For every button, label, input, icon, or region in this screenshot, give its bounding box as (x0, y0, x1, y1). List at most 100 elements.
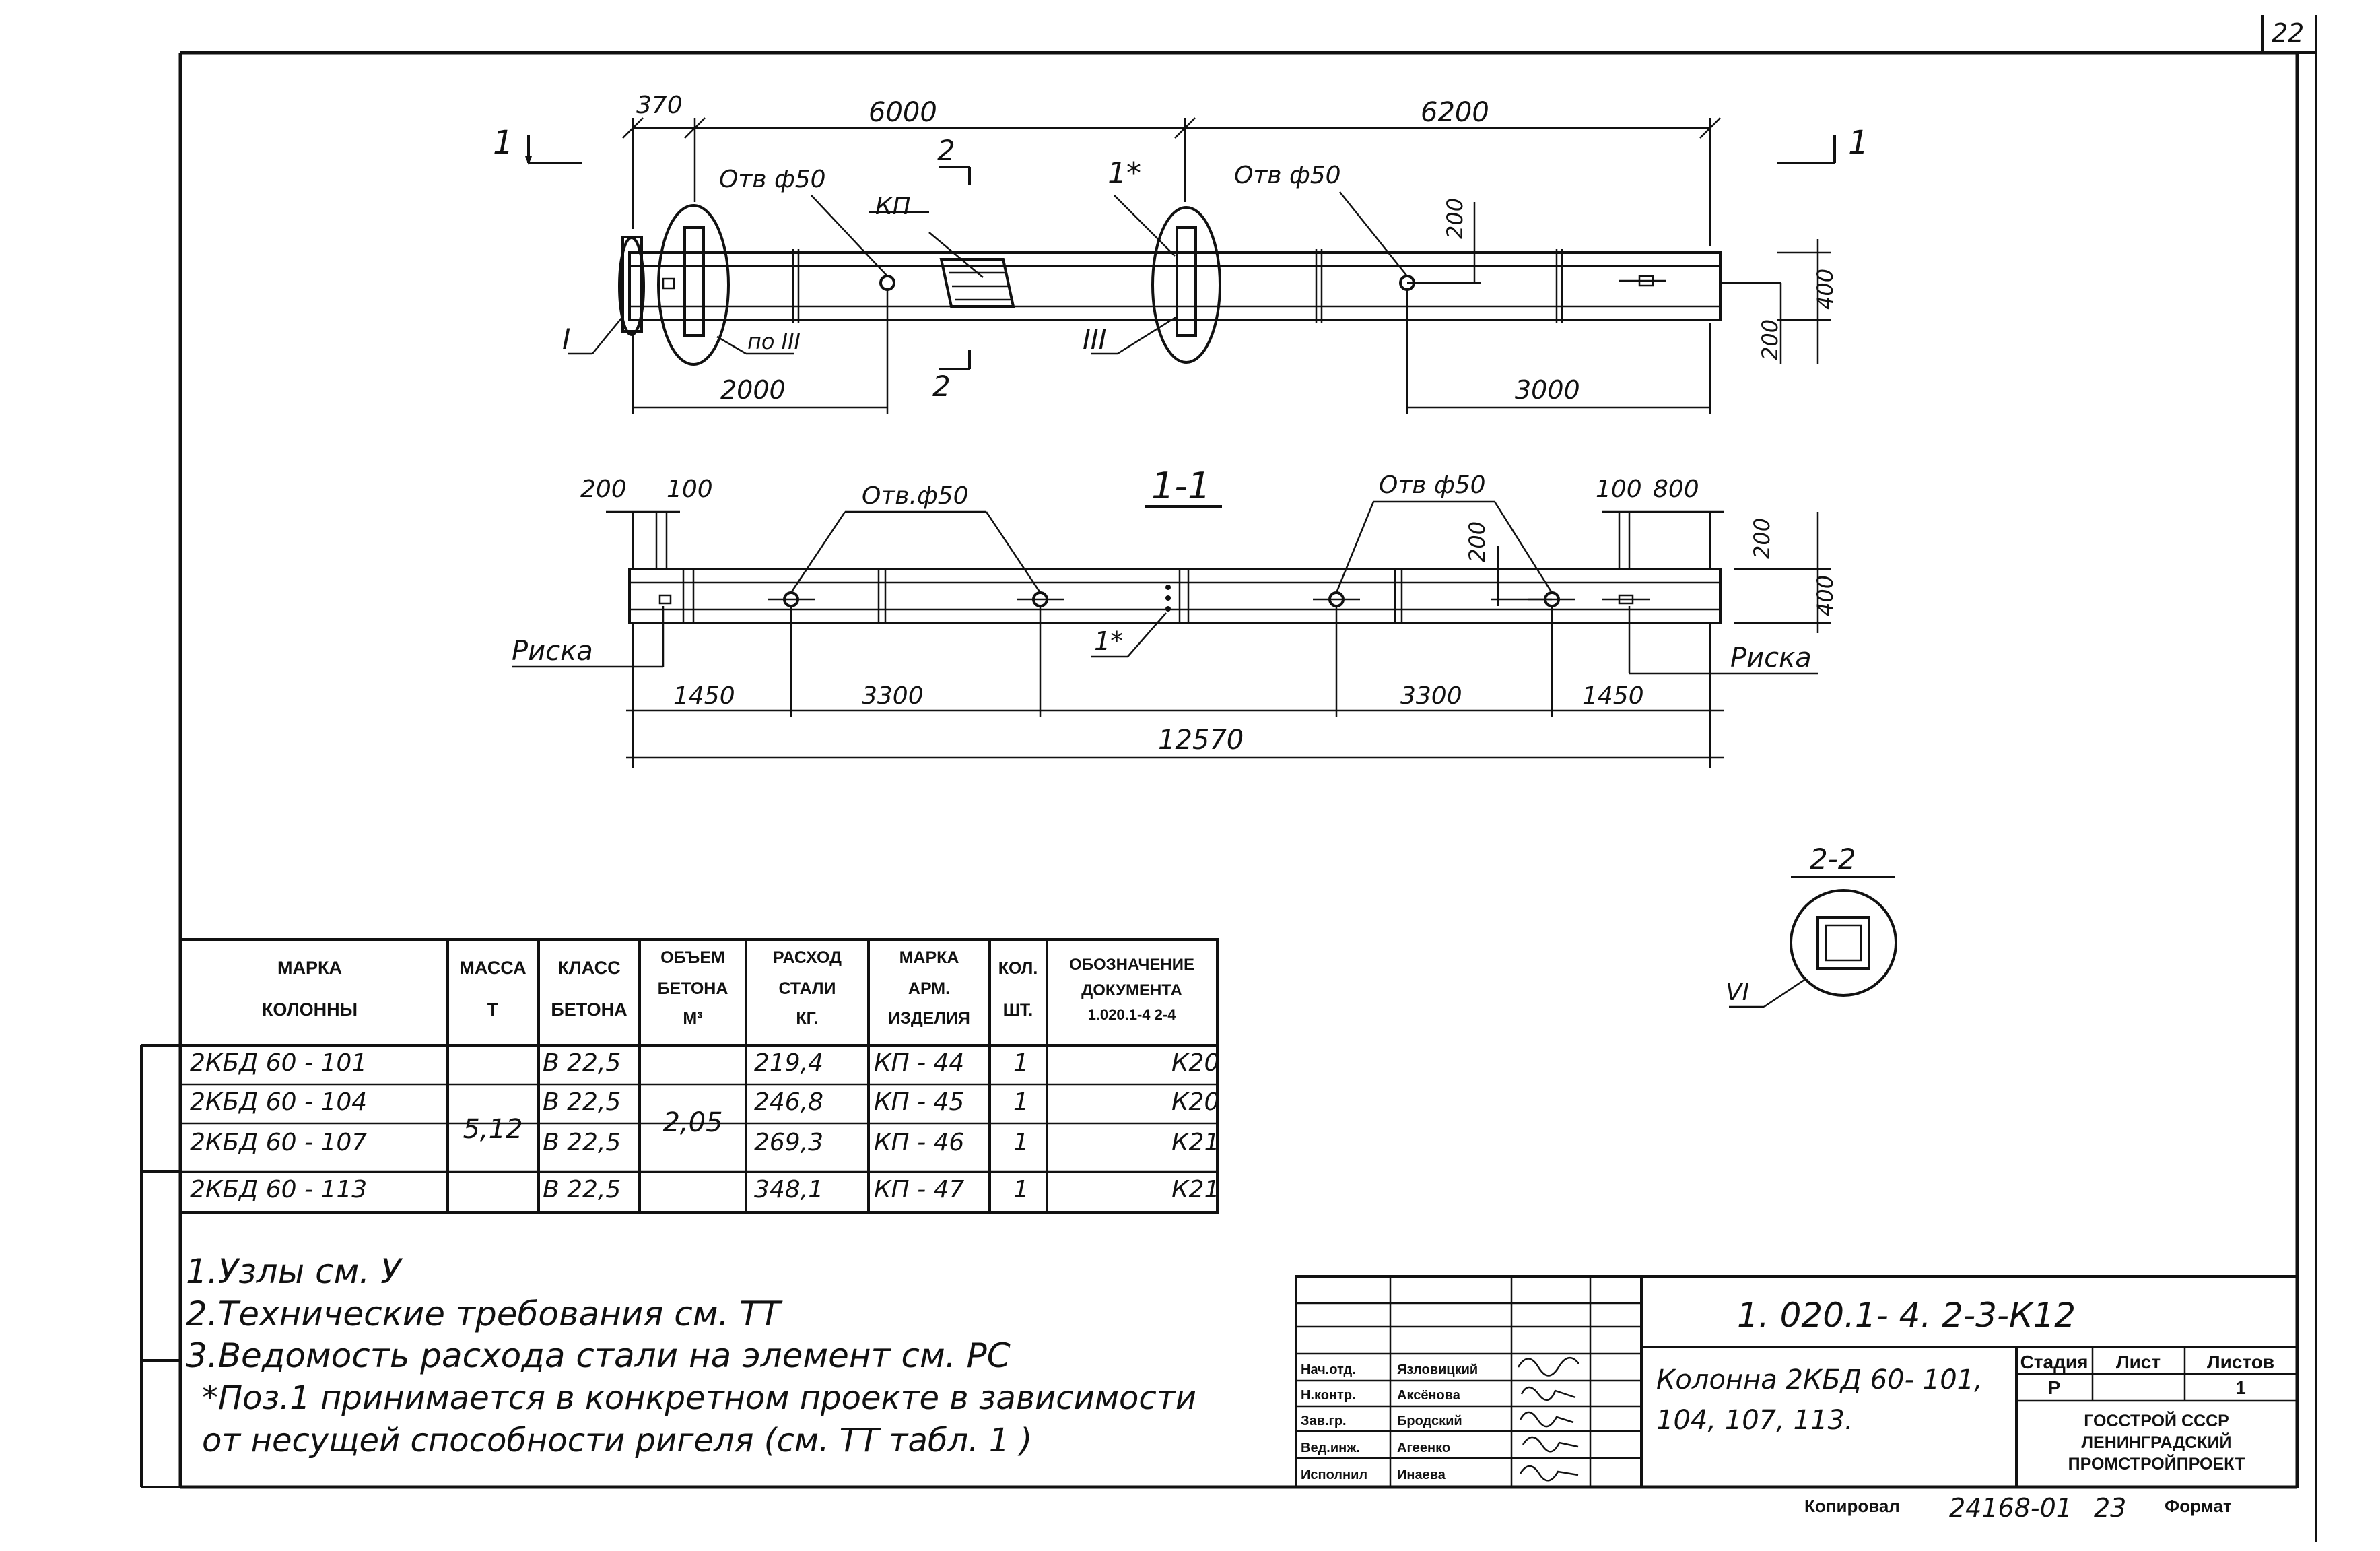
plan-node-1: I (562, 323, 570, 356)
row-doc: К21 (1171, 1176, 1219, 1203)
org-line-1: ГОССТРОЙ СССР (2084, 1410, 2229, 1430)
footer-copied: Копировал (1804, 1496, 1900, 1516)
plan-dim-6200: 6200 (1421, 97, 1489, 128)
row-qty: 1 (1013, 1129, 1029, 1156)
plan-node-3-ref: по III (747, 329, 801, 354)
table-volume: 2,05 (662, 1107, 722, 1138)
section-mark-right: 1 (1848, 124, 1869, 162)
note-line: 3.Ведомость расхода стали на элемент см.… (186, 1336, 1011, 1375)
row-mark: 2КБД 60 - 113 (190, 1176, 367, 1203)
plan-hole-right-label: Отв ф50 (1234, 162, 1341, 189)
plan-pos-1: 1* (1108, 156, 1141, 191)
row-steel: 269,3 (754, 1129, 823, 1156)
sheet-header: Лист (2116, 1352, 2161, 1373)
stage-value: Р (2048, 1377, 2061, 1398)
note-line: 1.Узлы см. У (186, 1252, 403, 1291)
row-mark: 2КБД 60 - 104 (190, 1088, 367, 1116)
hdr-mass-1: МАССА (459, 958, 526, 978)
row-qty: 1 (1013, 1176, 1029, 1203)
section-1-1-title: 1-1 (1151, 465, 1211, 507)
doc-description-1: Колонна 2КБД 60- 101, (1656, 1364, 1983, 1395)
role-control: Н.контр. (1301, 1388, 1356, 1403)
row-concrete: В 22,5 (543, 1129, 621, 1156)
role-author: Исполнил (1301, 1467, 1367, 1482)
sheet-number: 22 (2272, 18, 2304, 48)
hdr-class-1: КЛАСС (557, 958, 620, 978)
note-line: 2.Технические требования см. ТТ (186, 1294, 783, 1333)
section-1-1 (512, 500, 1831, 768)
s11-dim-1450-left: 1450 (673, 682, 735, 710)
name-head: Язловицкий (1397, 1362, 1478, 1377)
s11-riska-left: Риска (512, 636, 593, 667)
hdr-class-2: БЕТОНА (551, 999, 627, 1020)
plan-hole-left-label: Отв ф50 (719, 166, 826, 193)
table-mass: 5,12 (463, 1114, 522, 1145)
s11-dim-200-mid: 200 (1464, 521, 1490, 562)
hdr-mark-2: КОЛОННЫ (262, 999, 358, 1020)
row-arm: КП - 44 (874, 1049, 964, 1077)
row-concrete: В 22,5 (543, 1088, 621, 1116)
plan-section-2-bottom: 2 (932, 370, 951, 403)
hdr-qty-1: КОЛ. (998, 959, 1038, 978)
s11-hole-left: Отв.ф50 (862, 482, 969, 510)
plan-dim-200-side: 200 (1757, 319, 1783, 360)
sheets-header: Листов (2207, 1352, 2274, 1373)
s11-dim-200-right: 200 (1749, 518, 1775, 559)
plan-dim-3000: 3000 (1515, 375, 1580, 405)
row-qty: 1 (1013, 1088, 1029, 1116)
hdr-steel-2: СТАЛИ (779, 979, 836, 998)
footer-format: Формат (2165, 1496, 2232, 1516)
row-arm: КП - 47 (874, 1176, 964, 1203)
role-group: Зав.гр. (1301, 1414, 1347, 1428)
hdr-doc-3: 1.020.1-4 2-4 (1088, 1006, 1177, 1023)
row-steel: 219,4 (754, 1049, 823, 1077)
plan-kp-label: КП (875, 193, 911, 220)
section-2-2 (1729, 876, 1897, 1008)
table-row: 2КБД 60 - 113 В 22,5 348,1 КП - 47 1 К21 (190, 1176, 1219, 1203)
org-line-3: ПРОМСТРОЙПРОЕКТ (2068, 1453, 2245, 1474)
row-mark: 2КБД 60 - 107 (190, 1129, 367, 1156)
doc-description-2: 104, 107, 113. (1656, 1405, 1854, 1436)
section-2-2-title: 2-2 (1810, 843, 1856, 876)
s11-dim-100-right: 100 (1596, 475, 1642, 503)
hdr-steel-1: РАСХОД (773, 948, 842, 967)
table-row: 2КБД 60 - 104 В 22,5 246,8 КП - 45 1 К20 (190, 1088, 1219, 1116)
plan-dim-6000: 6000 (869, 97, 937, 128)
role-head: Нач.отд. (1301, 1362, 1356, 1377)
s11-dim-400: 400 (1812, 575, 1838, 616)
s11-hole-right: Отв ф50 (1379, 471, 1486, 499)
hdr-doc-1: ОБОЗНАЧЕНИЕ (1069, 956, 1194, 974)
hdr-volume-3: М³ (683, 1009, 702, 1028)
row-doc: К20 (1171, 1049, 1219, 1077)
plan-dim-200-top: 200 (1442, 198, 1468, 239)
plan-dim-2000: 2000 (720, 375, 786, 405)
sheets-value: 1 (2235, 1377, 2246, 1398)
footer-number: 24168-01 (1949, 1493, 2072, 1523)
row-mark: 2КБД 60 - 101 (190, 1049, 367, 1077)
plan-dim-400: 400 (1812, 269, 1838, 310)
plan-view (525, 117, 1836, 414)
row-doc: К21 (1171, 1129, 1219, 1156)
note-line: от несущей способности ригеля (см. ТТ та… (202, 1422, 1032, 1459)
role-lead: Вед.инж. (1301, 1441, 1360, 1455)
row-concrete: В 22,5 (543, 1049, 621, 1077)
hdr-doc-2: ДОКУМЕНТА (1081, 981, 1182, 999)
hdr-arm-3: ИЗДЕЛИЯ (888, 1009, 970, 1028)
row-steel: 348,1 (754, 1176, 823, 1203)
hdr-mass-2: Т (487, 999, 499, 1020)
s11-dim-200: 200 (580, 475, 627, 503)
hdr-volume-1: ОБЪЕМ (660, 948, 725, 967)
table-row: 2КБД 60 - 101 В 22,5 219,4 КП - 44 1 К20 (190, 1049, 1219, 1077)
row-doc: К20 (1171, 1088, 1219, 1116)
section-2-2-node: VI (1726, 979, 1749, 1006)
row-arm: КП - 46 (874, 1129, 964, 1156)
hdr-volume-2: БЕТОНА (658, 979, 728, 998)
s11-dim-3300-left: 3300 (862, 682, 924, 710)
section-mark-left: 1 (493, 124, 514, 162)
plan-node-3: III (1083, 325, 1106, 356)
name-control: Аксёнова (1397, 1388, 1461, 1403)
plan-dim-370: 370 (636, 92, 683, 119)
stage-header: Стадия (2020, 1352, 2088, 1373)
s11-riska-right: Риска (1730, 642, 1812, 673)
